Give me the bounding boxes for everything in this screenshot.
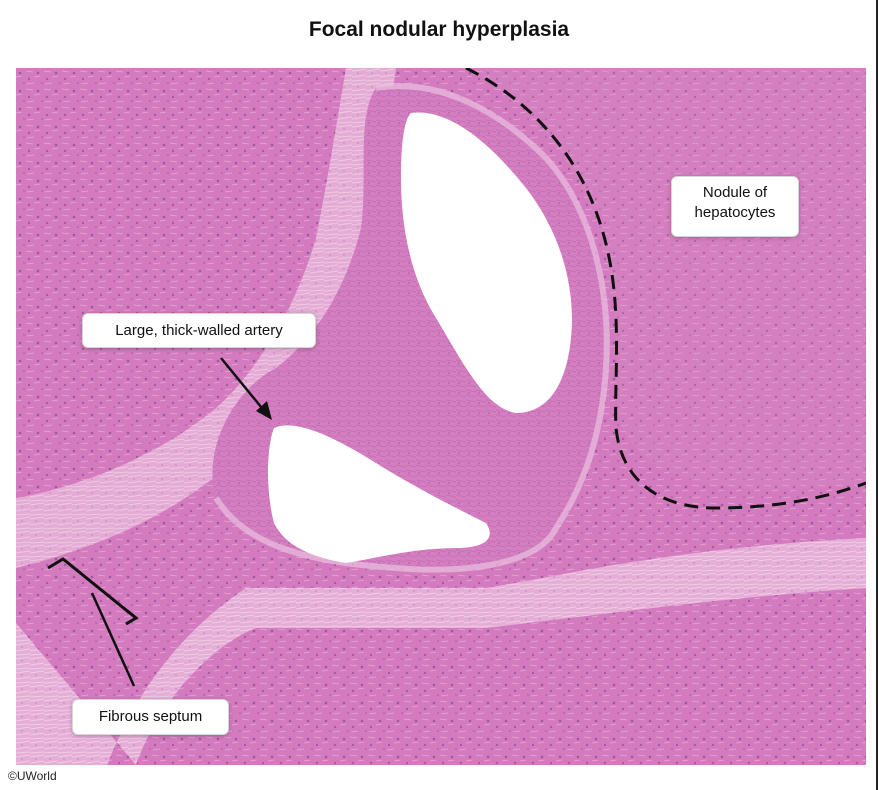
right-border — [876, 0, 878, 790]
artery-arrow-line — [220, 357, 267, 414]
histology-image — [16, 68, 866, 765]
septum-pointer-line — [90, 592, 136, 687]
histology-micrograph — [16, 68, 866, 765]
nodule-border-dashed — [465, 68, 866, 510]
fibrous-septum-band — [16, 538, 866, 765]
figure-title: Focal nodular hyperplasia — [308, 18, 570, 41]
artery-lumen-upper — [401, 112, 572, 414]
label-large-thick-walled-artery: Large, thick-walled artery — [82, 313, 316, 348]
artery-arrowhead — [256, 401, 272, 420]
label-nodule-line1: Nodule of — [702, 184, 768, 201]
fibrous-septum-upper — [16, 68, 396, 568]
label-nodule-of-hepatocytes: Nodule of hepatocytes — [671, 176, 799, 237]
nodule-region — [466, 68, 866, 490]
copyright-notice: ©UWorld — [8, 769, 57, 783]
artery-lumen-lower — [268, 425, 490, 563]
label-fibrous-septum: Fibrous septum — [72, 699, 229, 735]
septum-bracket — [47, 557, 139, 626]
label-nodule-line2: hepatocytes — [694, 204, 776, 221]
